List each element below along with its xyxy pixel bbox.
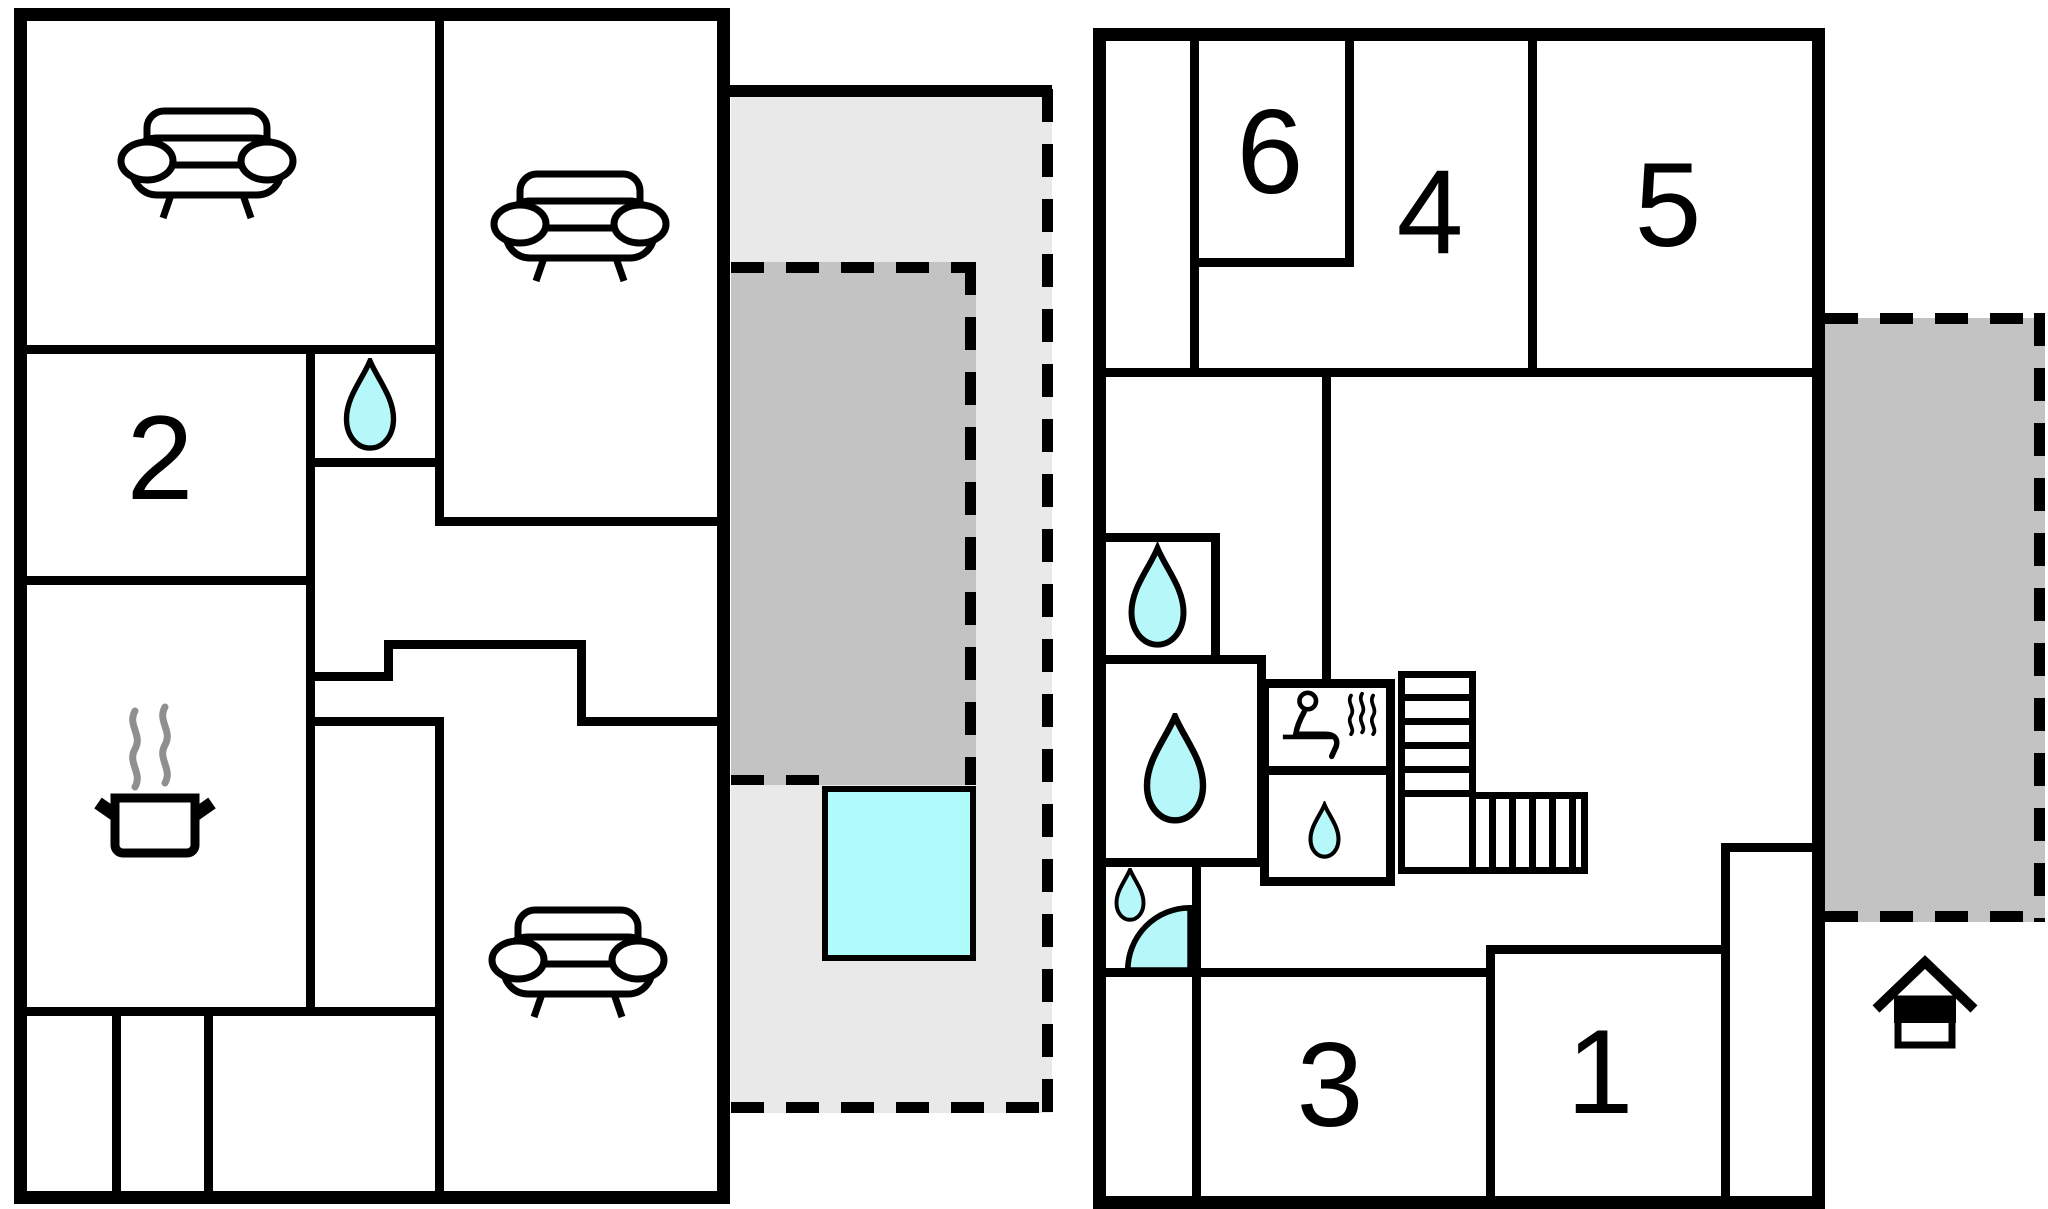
stair-tread bbox=[1398, 694, 1476, 701]
room-4-label: 4 bbox=[1396, 145, 1464, 279]
wall bbox=[1106, 533, 1220, 542]
wall bbox=[717, 8, 730, 1204]
room-6-label: 6 bbox=[1236, 85, 1304, 219]
wall bbox=[1721, 843, 1812, 852]
stair-edge bbox=[1581, 792, 1588, 874]
wall bbox=[112, 1016, 121, 1196]
wall bbox=[435, 8, 444, 517]
terrace-dark-area bbox=[731, 262, 976, 785]
water-drop-icon bbox=[1308, 801, 1341, 859]
terrace-dark-dashed-right bbox=[965, 262, 976, 785]
right-terrace-dashed-right bbox=[2034, 313, 2045, 922]
wall bbox=[14, 1191, 730, 1204]
wall bbox=[1322, 377, 1331, 688]
sofa-icon bbox=[490, 170, 670, 283]
water-drop-icon bbox=[1128, 542, 1187, 648]
swimming-pool bbox=[822, 786, 976, 961]
wall bbox=[204, 1016, 213, 1196]
stair-edge bbox=[1398, 671, 1476, 678]
wall bbox=[1260, 766, 1395, 775]
sauna-person-icon bbox=[1282, 690, 1377, 760]
terrace-dark-dashed-bottom bbox=[731, 775, 823, 785]
wall bbox=[1093, 28, 1106, 1209]
terrace-dashed-right-edge bbox=[1042, 89, 1053, 1113]
wall bbox=[1093, 28, 1825, 41]
water-drop-icon bbox=[343, 358, 397, 451]
wall bbox=[1486, 945, 1730, 954]
wall bbox=[1190, 41, 1199, 377]
wall bbox=[14, 1007, 444, 1016]
wall bbox=[1106, 368, 1812, 377]
wall bbox=[1345, 41, 1354, 267]
wall bbox=[435, 717, 444, 1196]
water-drop-icon bbox=[1114, 868, 1146, 922]
stair-tread bbox=[1529, 792, 1536, 874]
room-3-label: 3 bbox=[1296, 1018, 1364, 1152]
terrace bbox=[724, 85, 1053, 1113]
room-1-label: 1 bbox=[1566, 1005, 1634, 1139]
wall bbox=[1211, 533, 1220, 664]
wall bbox=[1106, 968, 1495, 977]
shower-quarter-circle-icon bbox=[1124, 904, 1192, 972]
water-drop-icon bbox=[1143, 713, 1207, 824]
wall bbox=[1190, 258, 1354, 267]
stair-tread bbox=[1509, 792, 1516, 874]
room-5-label: 5 bbox=[1634, 138, 1702, 272]
wall bbox=[1093, 1196, 1825, 1209]
left-building: 2 bbox=[0, 0, 740, 1209]
right-terrace-area bbox=[1825, 318, 2045, 922]
wall bbox=[1812, 28, 1825, 1209]
stair-tread bbox=[1398, 790, 1476, 797]
wall bbox=[14, 8, 730, 21]
cooking-pot-icon bbox=[94, 703, 216, 858]
right-terrace-dashed-top bbox=[1825, 313, 2045, 324]
sofa-icon bbox=[117, 107, 297, 220]
terrace-dashed-bottom-edge bbox=[731, 1102, 1052, 1113]
wall bbox=[1486, 945, 1495, 1196]
wall bbox=[14, 8, 27, 1204]
stair-tread bbox=[1489, 792, 1496, 874]
wall bbox=[384, 640, 586, 649]
wall bbox=[577, 640, 586, 726]
wall bbox=[14, 345, 444, 354]
room-2-label: 2 bbox=[126, 391, 194, 525]
wall bbox=[14, 576, 306, 585]
stair-tread bbox=[1398, 742, 1476, 749]
wall bbox=[1386, 679, 1395, 886]
wall bbox=[1106, 655, 1266, 664]
terrace-top-edge bbox=[724, 85, 1052, 97]
wall bbox=[1528, 41, 1537, 377]
right-building: 6 4 5 3 1 bbox=[1090, 0, 1830, 1209]
wall bbox=[1260, 679, 1269, 886]
house-entrance-icon bbox=[1872, 955, 1978, 1049]
wall bbox=[577, 717, 730, 726]
right-terrace-dashed-bottom bbox=[1825, 911, 2045, 922]
wall bbox=[306, 672, 390, 681]
stair-tread bbox=[1569, 792, 1576, 874]
wall bbox=[435, 517, 730, 526]
wall bbox=[1721, 843, 1730, 1196]
wall bbox=[1260, 679, 1395, 688]
wall bbox=[1192, 858, 1201, 1196]
stair-tread bbox=[1398, 766, 1476, 773]
stair-edge bbox=[1398, 867, 1476, 874]
wall bbox=[384, 640, 393, 681]
wall bbox=[306, 717, 444, 726]
right-terrace bbox=[1825, 0, 2048, 1209]
terrace-dark-dashed-top bbox=[731, 262, 976, 273]
stair-tread bbox=[1549, 792, 1556, 874]
wall bbox=[1106, 858, 1266, 867]
stair-tread bbox=[1398, 718, 1476, 725]
wall bbox=[1260, 877, 1395, 886]
sofa-icon bbox=[488, 906, 668, 1019]
wall bbox=[306, 458, 444, 467]
